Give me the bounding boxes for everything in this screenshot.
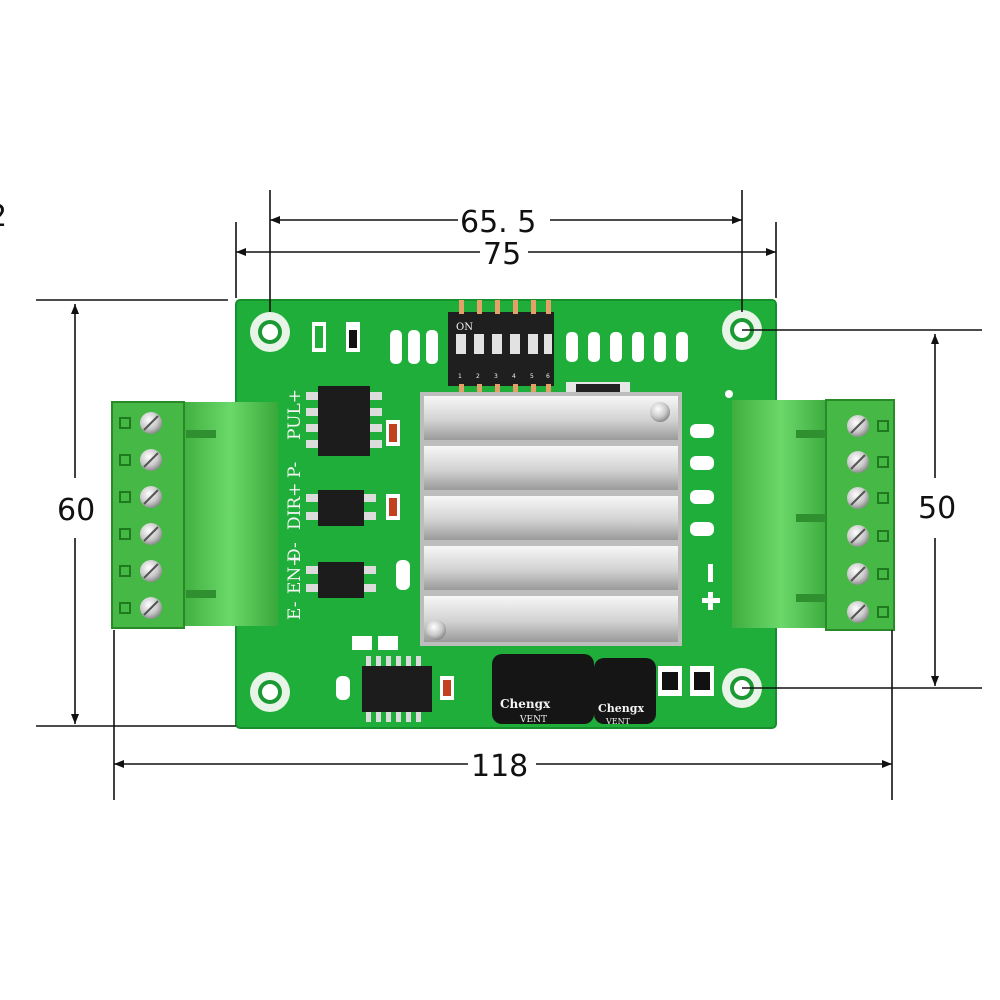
dimension-arrows <box>71 216 939 768</box>
right-terminal-block[interactable] <box>732 399 895 631</box>
right-resistors <box>690 424 720 610</box>
capacitors: Chengx VENT Chengx VENT <box>492 654 714 726</box>
dip-number-6: 6 <box>546 373 550 380</box>
dim-label-65-5: 65. 5 <box>460 205 536 240</box>
label-dir-plus: DIR+ <box>285 483 305 530</box>
capacitor-series-2: VENT <box>605 717 631 726</box>
label-d-minus: D- <box>285 542 305 562</box>
dip-on-label: ON <box>456 322 473 333</box>
label-e-minus: E- <box>285 602 305 620</box>
capacitor-brand: Chengx <box>500 697 551 711</box>
dip-switch[interactable]: ON 1 2 3 4 5 6 <box>448 300 554 394</box>
left-terminal-block[interactable] <box>111 401 278 629</box>
dip-switch-pins <box>459 300 551 394</box>
heatsink-screw-bottom <box>426 620 446 640</box>
dip-number-1: 1 <box>458 373 462 380</box>
dip-switch-levers[interactable] <box>456 334 552 354</box>
dim-label-50: 50 <box>918 491 956 526</box>
dim-label-cut-edge: 2 <box>0 199 7 234</box>
label-pul-plus: PUL+ <box>285 389 305 440</box>
label-p-minus: P- <box>285 462 305 478</box>
capacitor-brand-2: Chengx <box>598 702 644 715</box>
heatsink-screw-top <box>650 402 670 422</box>
dim-label-60: 60 <box>57 493 95 528</box>
capacitor-series: VENT <box>519 715 547 725</box>
silkscreen-labels: PUL+ P- DIR+ D- EN+ E- <box>285 389 305 620</box>
dim-label-75: 75 <box>483 237 521 272</box>
heatsink <box>420 392 682 646</box>
mounting-hole-top-left <box>250 312 290 352</box>
dim-label-118: 118 <box>471 749 528 784</box>
right-terminal-screws[interactable] <box>847 415 889 623</box>
left-terminal-screws[interactable] <box>119 412 162 619</box>
driver-ic <box>336 636 454 722</box>
dip-number-2: 2 <box>476 373 480 380</box>
optocoupler-chips <box>306 386 410 598</box>
mounting-hole-bottom-left <box>250 672 290 712</box>
dip-number-4: 4 <box>512 373 516 380</box>
dip-number-5: 5 <box>530 373 534 380</box>
dimension-lines <box>36 190 982 800</box>
label-en-plus: EN+ <box>285 552 305 594</box>
dip-number-3: 3 <box>494 373 498 380</box>
